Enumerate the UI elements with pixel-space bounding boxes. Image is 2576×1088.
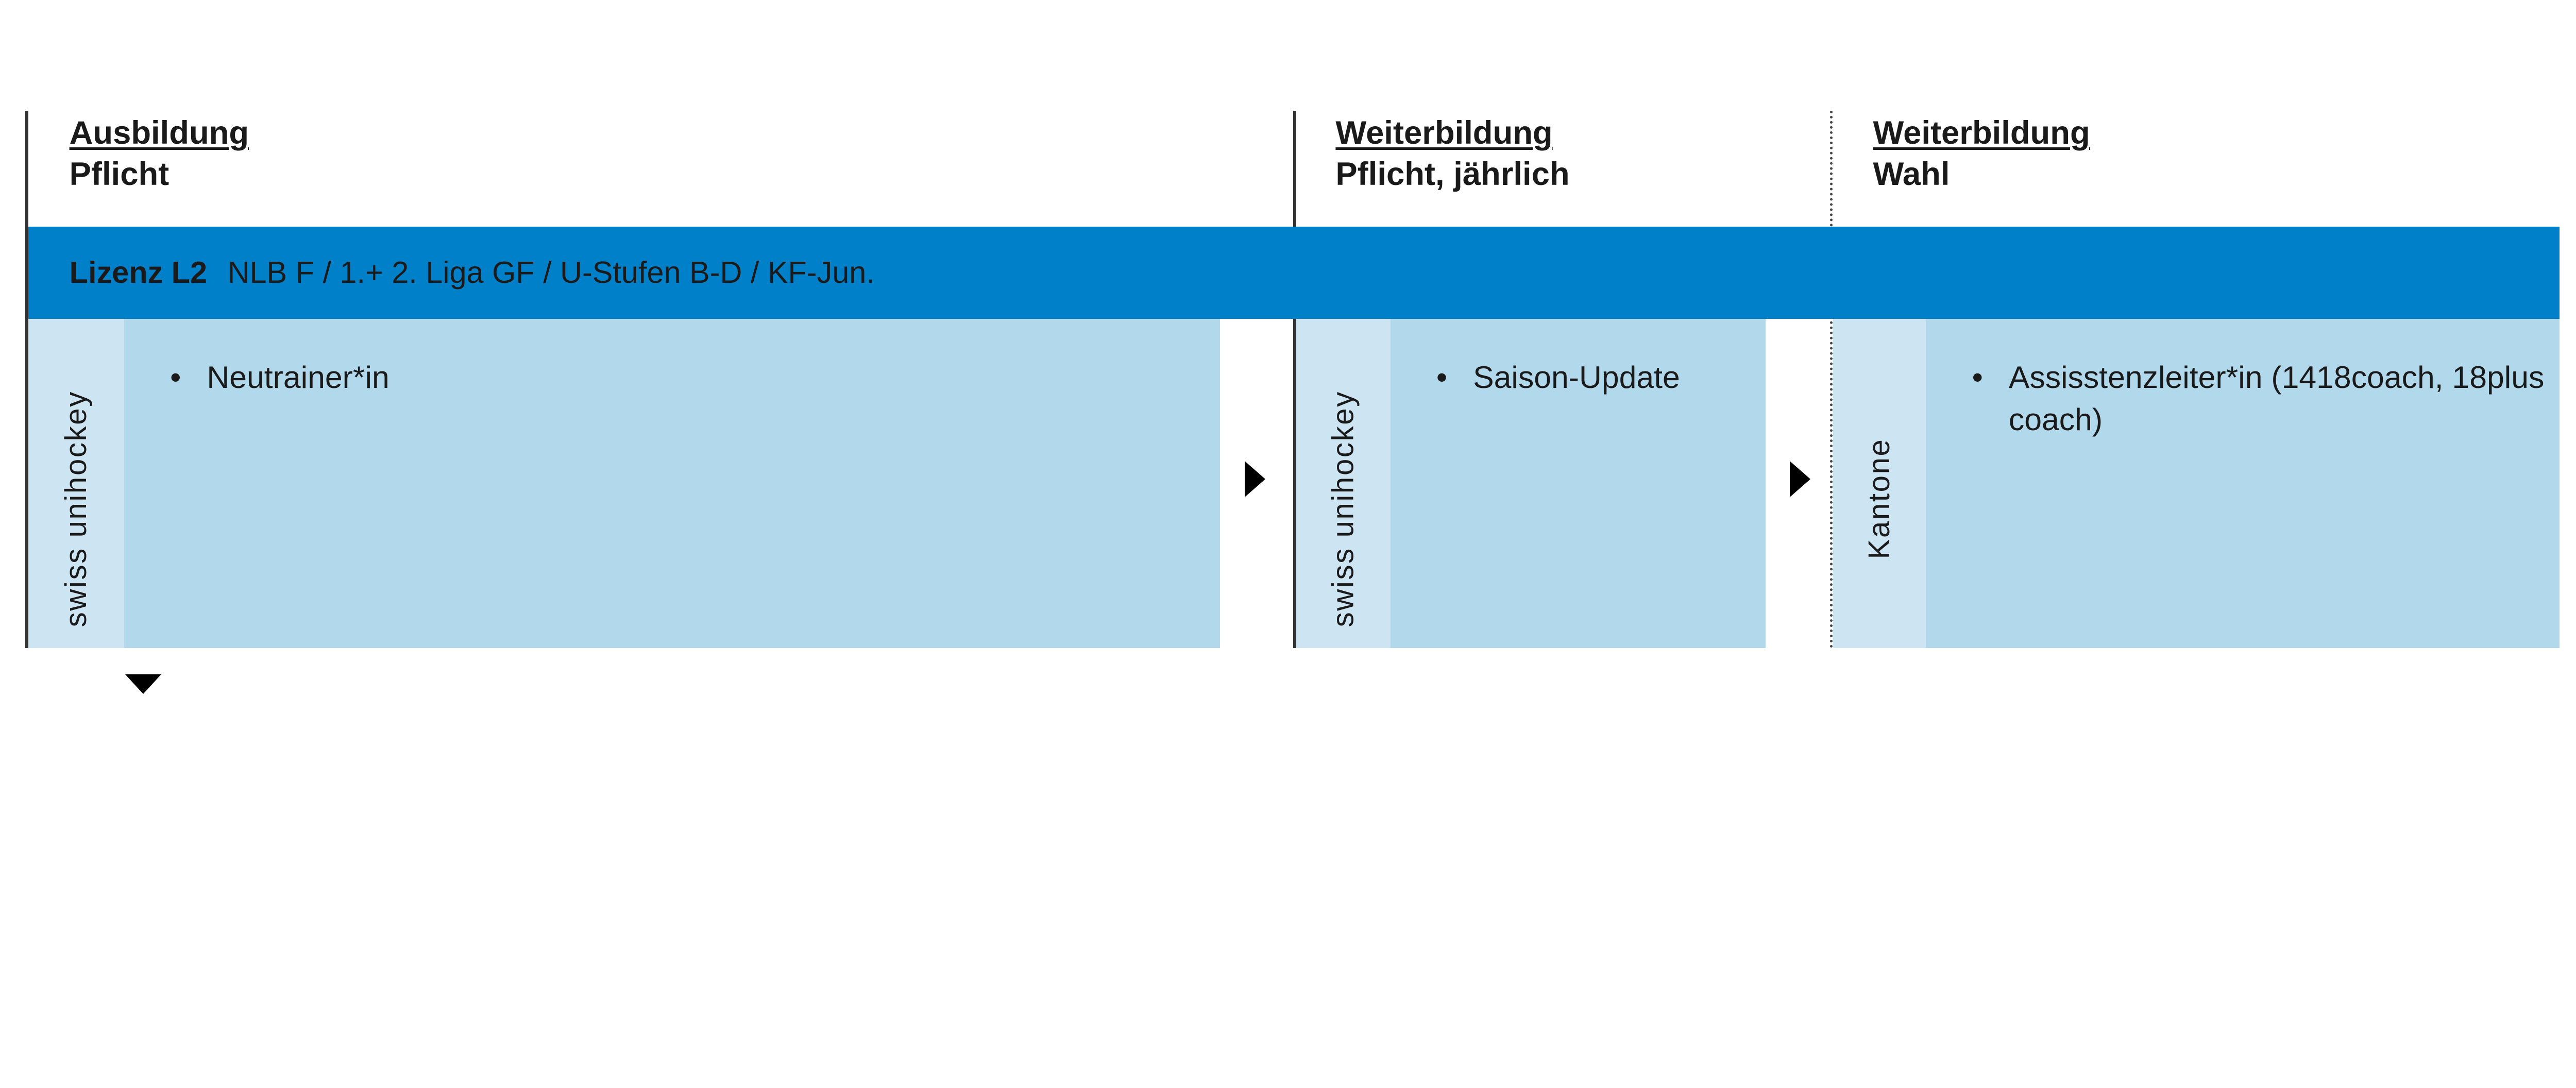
box-ausbildung: swiss unihockey • Neutrainer*in [28, 319, 1220, 648]
header-title: Weiterbildung [1335, 114, 1553, 151]
bullet: • [170, 359, 181, 395]
divider-left [25, 111, 28, 648]
list-item: • Saison-Update [1436, 356, 1680, 399]
header-title: Weiterbildung [1873, 114, 2090, 151]
header-weiterbildung-pflicht: Weiterbildung Pflicht, jährlich [1335, 112, 1569, 195]
triangle-right-icon [1245, 461, 1266, 498]
box-weiterbildung-wahl: Kantone • Assisstenzleiter*in (1418coach… [1833, 319, 2560, 648]
header-title: Ausbildung [69, 114, 249, 151]
provider-label: swiss unihockey [1326, 390, 1360, 627]
provider-strip: swiss unihockey [28, 319, 124, 648]
license-text: Lizenz L2 NLB F / 1.+ 2. Liga GF / U-Stuf… [70, 250, 875, 295]
divider-middle [1293, 111, 1296, 648]
license-name: Lizenz L2 [69, 254, 208, 290]
header-subtitle: Wahl [1873, 156, 1950, 193]
license-scope: NLB F / 1.+ 2. Liga GF / U-Stufen B-D / … [227, 254, 875, 290]
item-text: Neutrainer*in [207, 359, 389, 395]
bullet: • [1972, 359, 1983, 395]
header-subtitle: Pflicht [69, 156, 170, 193]
triangle-right-icon [1789, 461, 1810, 498]
license-bar [28, 226, 2560, 319]
divider-dotted [1830, 111, 1833, 648]
triangle-down-icon [125, 674, 161, 694]
box-weiterbildung-pflicht: swiss unihockey • Saison-Update [1296, 319, 1766, 648]
bullet: • [1436, 359, 1448, 395]
header-ausbildung: Ausbildung Pflicht [70, 112, 249, 195]
header-weiterbildung-wahl: Weiterbildung Wahl [1873, 112, 2090, 195]
provider-strip: Kantone [1833, 319, 1926, 648]
provider-label: Kantone [1862, 438, 1896, 559]
provider-strip: swiss unihockey [1296, 319, 1391, 648]
list-item: • Neutrainer*in [170, 356, 389, 399]
provider-label: swiss unihockey [59, 390, 93, 627]
header-subtitle: Pflicht, jährlich [1335, 156, 1570, 193]
item-text: Saison-Update [1473, 359, 1680, 395]
list-item: • Assisstenzleiter*in (1418coach, 18plus… [1972, 356, 2546, 441]
item-text: Assisstenzleiter*in (1418coach, 18plus c… [2008, 359, 2545, 437]
